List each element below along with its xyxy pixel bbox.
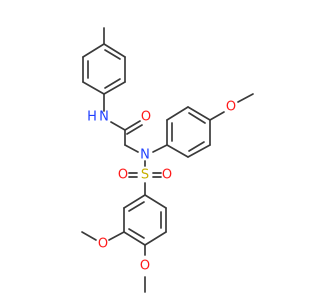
- atom-carbonyl-o: O: [141, 110, 151, 125]
- bond-carbonyl-o-2: [126, 124, 143, 135]
- bond-dmp-inner-2: [128, 228, 145, 239]
- bond-dmp-o3: [108, 231, 125, 241]
- bond-dmp-3: [123, 231, 146, 246]
- atom-sulfur: S: [141, 168, 149, 183]
- bond-dmp-inner-1: [128, 201, 145, 212]
- bond-o-methyl-para: [237, 93, 254, 103]
- atom-methoxy-4-o: O: [140, 259, 150, 274]
- bond-anisyl-inner-2: [188, 112, 206, 124]
- bond-anisyl-2: [187, 144, 211, 158]
- bond-ch2-amine-n: [124, 144, 139, 153]
- bond-tolyl-inner-1: [104, 49, 121, 60]
- bond-tolyl-4: [82, 81, 105, 95]
- atom-sulfonyl-o-left: O: [118, 168, 128, 183]
- bond-tolyl-inner-2: [104, 78, 121, 89]
- bond-dmp-4: [144, 231, 167, 246]
- bond-amine-n-anisyl: [152, 144, 168, 153]
- bond-o3-methyl: [81, 231, 97, 241]
- bond-anisyl-5: [166, 106, 189, 121]
- bond-amide-n-carbonyl: [110, 121, 126, 131]
- bond-anisyl-4: [187, 106, 211, 121]
- bond-tolyl-1: [103, 43, 126, 58]
- atom-methoxy-3-o: O: [98, 237, 108, 252]
- bonds: [81, 27, 254, 293]
- bond-dmp-6: [144, 194, 167, 209]
- atom-amide-h: H: [87, 110, 97, 125]
- bond-anisyl-1: [166, 144, 189, 158]
- bond-anisyl-o: [209, 111, 225, 121]
- atom-labels: N H O N O S O O O O: [87, 100, 236, 274]
- molecule-structure: N H O N O S O O O O: [81, 27, 254, 293]
- atom-amine-n: N: [140, 148, 150, 163]
- bond-tolyl-3: [103, 81, 126, 95]
- atom-methoxy-para-o: O: [226, 100, 236, 115]
- bond-carbonyl-o-1: [124, 120, 141, 131]
- bond-tolyl-6: [82, 43, 105, 58]
- atom-sulfonyl-o-right: O: [162, 168, 172, 183]
- bond-dmp-1: [123, 194, 146, 209]
- bond-anisyl-inner-1: [188, 141, 205, 152]
- atom-amide-n: N: [99, 110, 109, 125]
